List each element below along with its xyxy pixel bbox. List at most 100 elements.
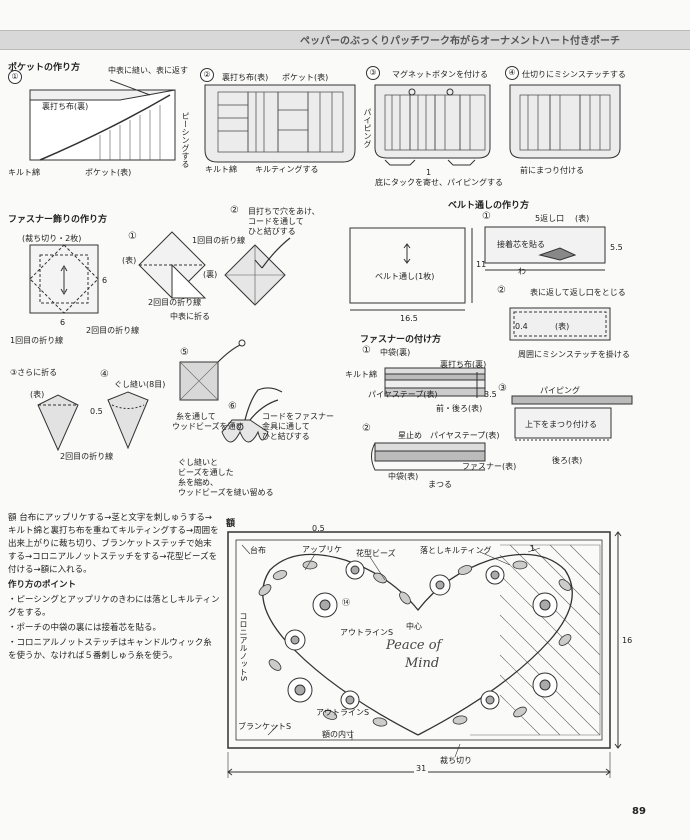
zipattach-s3-b: パイピング (540, 386, 580, 395)
belt-s2-c: 0.4 (515, 322, 528, 331)
desc-label: 額 (8, 513, 17, 523)
zipper-square-drawing (29, 244, 99, 314)
zipattach-heading: ファスナーの付け方 (360, 335, 442, 345)
series-header-band (0, 30, 690, 50)
pocket-step2-drawing (204, 84, 356, 163)
zipper-s1-b: (表) (122, 256, 137, 265)
pocket-s3-label-c: 底にタックを寄せ、パイピングする (375, 178, 503, 187)
frame-margin-label: 0.5 (312, 524, 325, 533)
frame-applique-label: アップリケ (302, 545, 342, 554)
pocket-s4-label-b: 前にまつり付ける (520, 166, 584, 175)
belt-s1-b: 5返し口 (535, 214, 565, 223)
zipper-s5-b: 糸を通して (176, 412, 216, 421)
zipattach-s2-d: ファスナー(表) (462, 462, 517, 471)
zipper-s0-c: 6 (60, 318, 66, 327)
zipper-s6-f: ビーズを通した (178, 468, 234, 477)
pocket-step-2-number: ② (200, 68, 214, 82)
zipattach-s1-f: 3.5 (484, 390, 497, 399)
frame-quilt-label: 落としキルティング (420, 546, 492, 555)
zipper-s0-b: 6 (102, 276, 108, 285)
frame-width-label: 31 (414, 764, 429, 774)
zipper-s1-f: 中表に折る (170, 312, 210, 321)
frame-colonial-label: コロニアルノットS (239, 612, 248, 682)
pocket-s2-label-c: キルト綿 (205, 165, 237, 174)
zipper-step2-drawing (224, 237, 291, 306)
belt-s1-f: わ (518, 267, 526, 276)
pocket-step1-drawing (29, 79, 176, 161)
pocket-s3-label-d: 1 (426, 168, 432, 177)
belt-loop-step2-drawing (509, 307, 611, 341)
zipper-s3-c: 2回目の折り線 (60, 452, 114, 461)
zip-attach-step2-drawing (371, 442, 486, 471)
zipper-s1-e: (裏) (203, 270, 218, 279)
frame-base-label: 台布 (250, 546, 266, 555)
zipper-s1-c: 1回目の折り線 (192, 236, 246, 245)
pocket-s3-label-a: マグネットボタンを付ける (392, 70, 488, 79)
point-item-1: ・ピーシングとアップリケのきわには落としキルティングをする。 (8, 595, 220, 618)
zipattach-s2-b: 星止め (398, 431, 422, 440)
zipper-s0-e: 1回目の折り線 (10, 336, 64, 345)
zip-attach-step1-drawing (384, 367, 486, 398)
series-title: ペッパーのぶっくりパッチワーク布がらオーナメントハート付きポーチ (300, 36, 620, 47)
points-title: 作り方のポイント (8, 580, 77, 590)
pocket-s2-label-d: キルティングする (255, 165, 319, 174)
frame-heading: 額 (226, 519, 236, 529)
zipper-s0-a: (裁ち切り・2枚) (22, 234, 82, 243)
desc-main-text: 台布にアップリケする→茎と文字を刺しゅうする→キルト綿と裏打ち布を重ねてキルティ… (8, 513, 219, 575)
zipper-s5-number: ⑤ (180, 347, 189, 358)
frame-blanket-label: ブランケットS (238, 722, 292, 731)
pocket-step-4-number: ④ (505, 66, 519, 80)
zipattach-s3-number: ③ (498, 383, 507, 394)
pocket-s3-label-b: パイピング (363, 108, 372, 148)
frame-height-label: 16 (622, 636, 633, 645)
zipper-s6-c: 金具に通して (262, 422, 310, 431)
pocket-s1-label-e: ポケット(表) (85, 168, 132, 177)
zipper-s2-number: ② (230, 205, 239, 216)
zipattach-s3-d: 後ろ(表) (552, 456, 583, 465)
frame-center-label: 中心 (406, 622, 422, 631)
zipper-step5-drawing (179, 339, 246, 401)
belt-heading: ベルト通しの作り方 (448, 201, 530, 211)
zipper-s0-d: 2回目の折り線 (86, 326, 140, 335)
zipper-s6-d: ひと結びする (262, 432, 310, 441)
pocket-s1-label-d: キルト綿 (8, 168, 40, 177)
zipper-step3-drawing (37, 394, 79, 452)
belt-s0-c: 16.5 (400, 314, 418, 323)
pocket-s2-label-a: 裏打ち布(表) (222, 73, 269, 82)
zipattach-s1-number: ① (362, 345, 371, 356)
pocket-s1-label-c: ピーシングする (181, 112, 190, 168)
zipattach-s2-f: まつる (428, 480, 452, 489)
belt-s2-number: ② (497, 285, 506, 296)
zipper-s4-c: 0.5 (90, 407, 103, 416)
zipper-s6-g: 糸を縮め、 (178, 478, 218, 487)
pocket-step-1-number: ① (8, 70, 22, 84)
zipattach-s1-c: 裏打ち布(裏) (440, 360, 487, 369)
belt-s0-a: ベルト通し(1枚) (375, 272, 435, 281)
zipper-heading: ファスナー飾りの作り方 (8, 215, 108, 225)
zipper-s2-c: コードを通して (248, 217, 304, 226)
frame-inner-label: 額の内寸 (322, 730, 354, 739)
zip-attach-step3-drawing (511, 395, 633, 441)
zipper-s2-d: ひと結びする (248, 227, 296, 236)
pocket-s4-label-a: 仕切りにミシンステッチする (522, 70, 626, 79)
zipper-s3-a: ③さらに折る (10, 368, 58, 377)
zipper-step1-drawing (138, 231, 207, 299)
instructions-text-block: 額 台布にアップリケする→茎と文字を刺しゅうする→キルト綿と裏打ち布を重ねてキル… (8, 512, 220, 665)
pocket-s1-label-a: 中表に縫い、表に返す (108, 66, 188, 75)
frame-outline2-label: アウトラインS (316, 708, 370, 717)
frame-outline1-label: アウトラインS (340, 628, 394, 637)
zipper-s1-number: ① (128, 231, 137, 242)
pocket-step-3-number: ③ (366, 66, 380, 80)
zipper-step4-drawing (107, 391, 149, 450)
embroidery-line-1: Peace of (386, 638, 442, 653)
zipper-s5-c: ウッドビーズを通す (172, 422, 244, 431)
zipattach-s1-e: パイヤステープ(表) (368, 390, 438, 399)
belt-s2-e: 周囲にミシンステッチを掛ける (518, 350, 630, 359)
zipattach-s2-number: ② (362, 423, 371, 434)
zipper-s6-b: コードをファスナー (262, 412, 334, 421)
pocket-step3-drawing (374, 84, 491, 166)
embroidery-line-2: Mind (405, 656, 440, 671)
zipper-s6-h: ウッドビーズを縫い留める (178, 488, 274, 497)
point-item-2: ・ポーチの中袋の裏には接着芯を貼る。 (8, 623, 162, 633)
zipattach-s1-g: 前・後ろ(表) (436, 404, 483, 413)
